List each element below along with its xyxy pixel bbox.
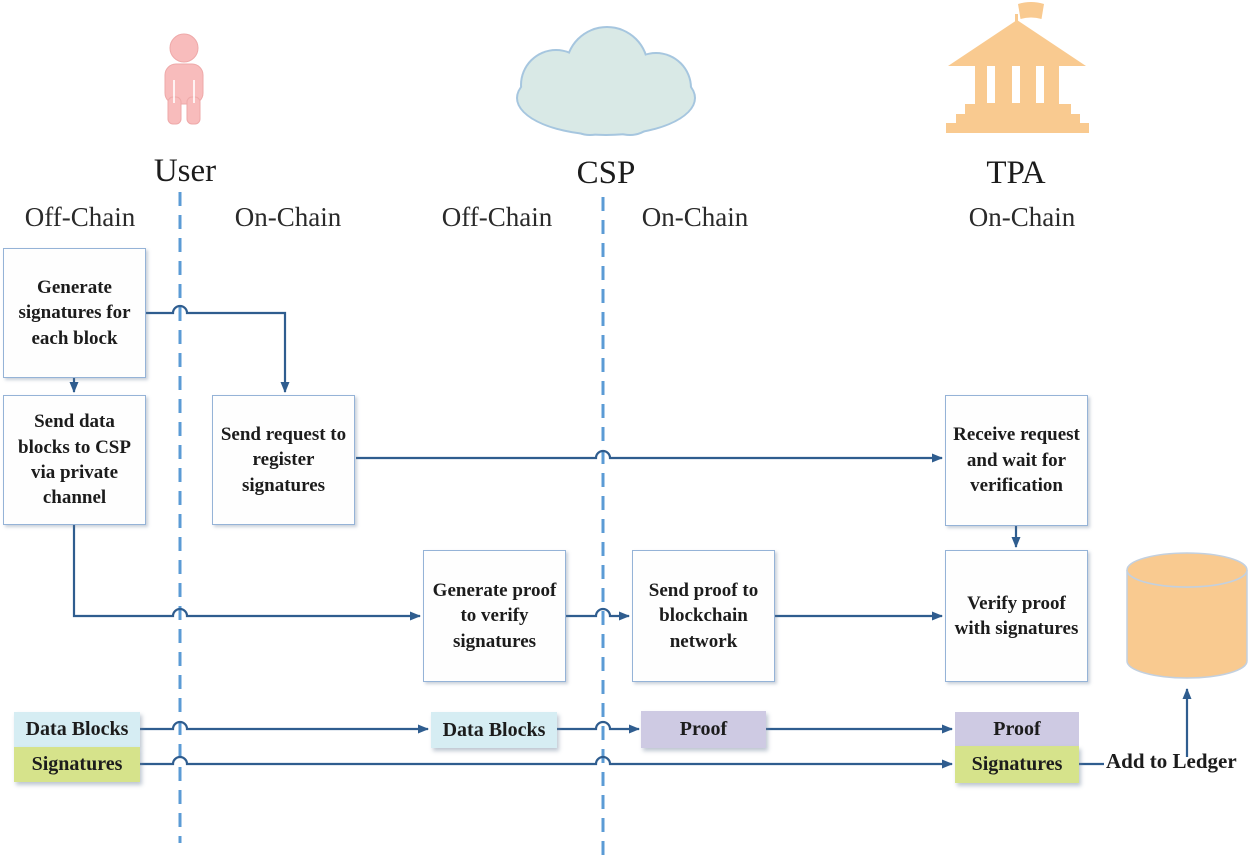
arrow-datablocks-to-proof <box>557 720 640 734</box>
entity-label-tpa: TPA <box>986 155 1046 191</box>
artifact-proof-tpa: Proof <box>955 712 1079 746</box>
artifact-data-blocks-user: Data Blocks <box>14 712 140 747</box>
artifact-data-blocks-csp: Data Blocks <box>431 712 557 748</box>
step-generate-proof: Generate proof to verify signatures <box>423 550 566 682</box>
arrow-sendrequest-to-receive <box>356 449 943 463</box>
person-icon <box>164 33 204 125</box>
step-send-data-blocks: Send data blocks to CSP via private chan… <box>3 395 146 525</box>
step-receive-request: Receive request and wait for verificatio… <box>945 395 1088 526</box>
step-verify-proof: Verify proof with signatures <box>945 550 1088 682</box>
artifact-proof-csp: Proof <box>641 711 766 748</box>
lane-label-csp-onchain: On-Chain <box>641 202 749 232</box>
lane-label-csp-offchain: Off-Chain <box>441 202 553 232</box>
bank-icon <box>946 2 1089 133</box>
arrow-signatures-user-to-tpa <box>140 755 953 769</box>
artifact-signatures-user: Signatures <box>14 747 140 782</box>
arrow-senddata-to-generateproof <box>72 525 421 621</box>
lane-label-tpa-onchain: On-Chain <box>968 202 1076 232</box>
add-to-ledger-note: Add to Ledger <box>1106 749 1237 773</box>
lane-label-user-offchain: Off-Chain <box>24 202 136 232</box>
entity-label-user: User <box>153 153 217 189</box>
arrow-generateproof-to-sendproof <box>566 607 630 621</box>
database-icon <box>1126 552 1248 679</box>
step-send-proof: Send proof to blockchain network <box>632 550 775 682</box>
arrow-generate-to-sendrequest <box>146 304 290 393</box>
lane-label-user-onchain: On-Chain <box>234 202 342 232</box>
step-send-request: Send request to register signatures <box>212 395 355 525</box>
arrow-datablocks-user-to-csp <box>140 720 429 734</box>
cloud-icon <box>516 26 696 136</box>
step-generate-signatures: Generate signatures for each block <box>3 248 146 378</box>
entity-label-csp: CSP <box>576 155 636 191</box>
artifact-signatures-tpa: Signatures <box>955 746 1079 783</box>
